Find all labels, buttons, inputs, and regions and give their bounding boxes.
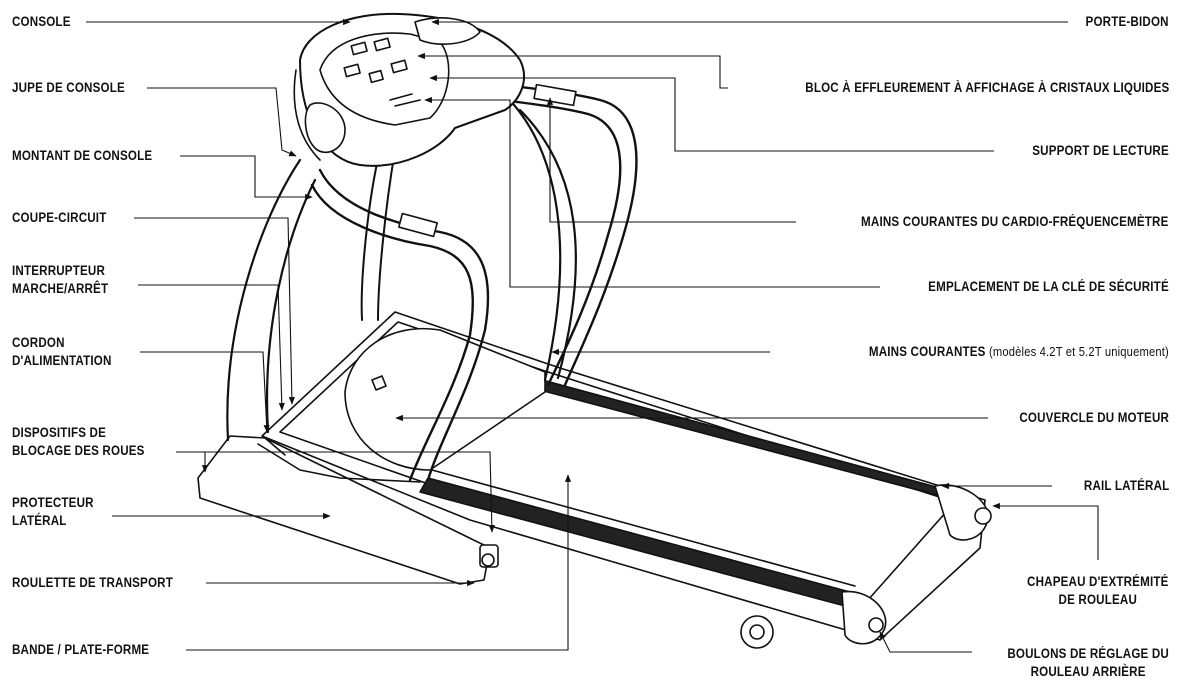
leader-end-cap bbox=[993, 506, 1098, 560]
leader-hr-grips bbox=[550, 98, 796, 222]
leader-console-upright bbox=[180, 156, 312, 197]
label-end-cap: CHAPEAU D'EXTRÉMITÉ DE ROULEAU bbox=[1028, 573, 1169, 609]
label-end-cap-line2: DE ROULEAU bbox=[1028, 591, 1169, 609]
label-console-upright: MONTANT DE CONSOLE bbox=[12, 147, 152, 165]
label-handrails-main: MAINS COURANTES bbox=[869, 344, 986, 359]
label-side-guard-line1: PROTECTEUR bbox=[12, 494, 94, 512]
label-power-switch-line2: MARCHE/ARRÊT bbox=[12, 280, 108, 298]
label-safety-key: EMPLACEMENT DE LA CLÉ DE SÉCURITÉ bbox=[928, 278, 1169, 296]
label-power-switch-line1: INTERRUPTEUR bbox=[12, 262, 108, 280]
rear-wheel bbox=[741, 616, 773, 648]
label-rear-bolts-line1: BOULONS DE RÉGLAGE DU bbox=[1007, 645, 1169, 663]
label-reading-rack: SUPPORT DE LECTURE bbox=[1032, 142, 1169, 160]
upright-right bbox=[505, 95, 560, 380]
label-wheel-locks-line1: DISPOSITIFS DE bbox=[12, 424, 145, 442]
label-power-cord: CORDON D'ALIMENTATION bbox=[12, 334, 112, 370]
label-rear-bolts: BOULONS DE RÉGLAGE DU ROULEAU ARRIÈRE bbox=[1007, 645, 1169, 681]
label-side-rail: RAIL LATÉRAL bbox=[1084, 477, 1169, 495]
label-wheel-locks: DISPOSITIFS DE BLOCAGE DES ROUES bbox=[12, 424, 145, 460]
leader-power-switch bbox=[138, 285, 282, 410]
leader-console-skirt bbox=[147, 88, 296, 156]
label-rear-bolts-line2: ROULEAU ARRIÈRE bbox=[1007, 663, 1169, 681]
label-circuit-breaker: COUPE-CIRCUIT bbox=[12, 209, 106, 227]
label-lcd-touchpad: BLOC À EFFLEUREMENT À AFFICHAGE À CRISTA… bbox=[805, 79, 1169, 97]
label-side-guard: PROTECTEUR LATÉRAL bbox=[12, 494, 94, 530]
label-motor-cover: COUVERCLE DU MOTEUR bbox=[1019, 409, 1169, 427]
label-bottle-holder: PORTE-BIDON bbox=[1086, 13, 1169, 31]
label-side-guard-line2: LATÉRAL bbox=[12, 512, 94, 530]
label-power-switch: INTERRUPTEUR MARCHE/ARRÊT bbox=[12, 262, 108, 298]
upright-left bbox=[227, 160, 300, 440]
label-power-cord-line1: CORDON bbox=[12, 334, 112, 352]
leader-safety-key bbox=[425, 100, 880, 287]
transport-wheel-shape bbox=[480, 545, 498, 567]
leader-rear-bolts bbox=[880, 632, 972, 652]
label-console-skirt: JUPE DE CONSOLE bbox=[12, 79, 125, 97]
leader-power-cord bbox=[140, 352, 267, 432]
label-end-cap-line1: CHAPEAU D'EXTRÉMITÉ bbox=[1028, 573, 1169, 591]
label-belt-deck: BANDE / PLATE-FORME bbox=[12, 641, 149, 659]
label-wheel-locks-line2: BLOCAGE DES ROUES bbox=[12, 442, 145, 460]
label-heart-rate-grips: MAINS COURANTES DU CARDIO-FRÉQUENCEMÈTRE bbox=[862, 213, 1169, 231]
label-power-cord-line2: D'ALIMENTATION bbox=[12, 352, 112, 370]
label-handrails-note: (modèles 4.2T et 5.2T uniquement) bbox=[989, 344, 1169, 359]
label-transport-wheel: ROULETTE DE TRANSPORT bbox=[12, 574, 173, 592]
label-handrails: MAINS COURANTES (modèles 4.2T et 5.2T un… bbox=[869, 343, 1169, 361]
label-console: CONSOLE bbox=[12, 13, 71, 31]
